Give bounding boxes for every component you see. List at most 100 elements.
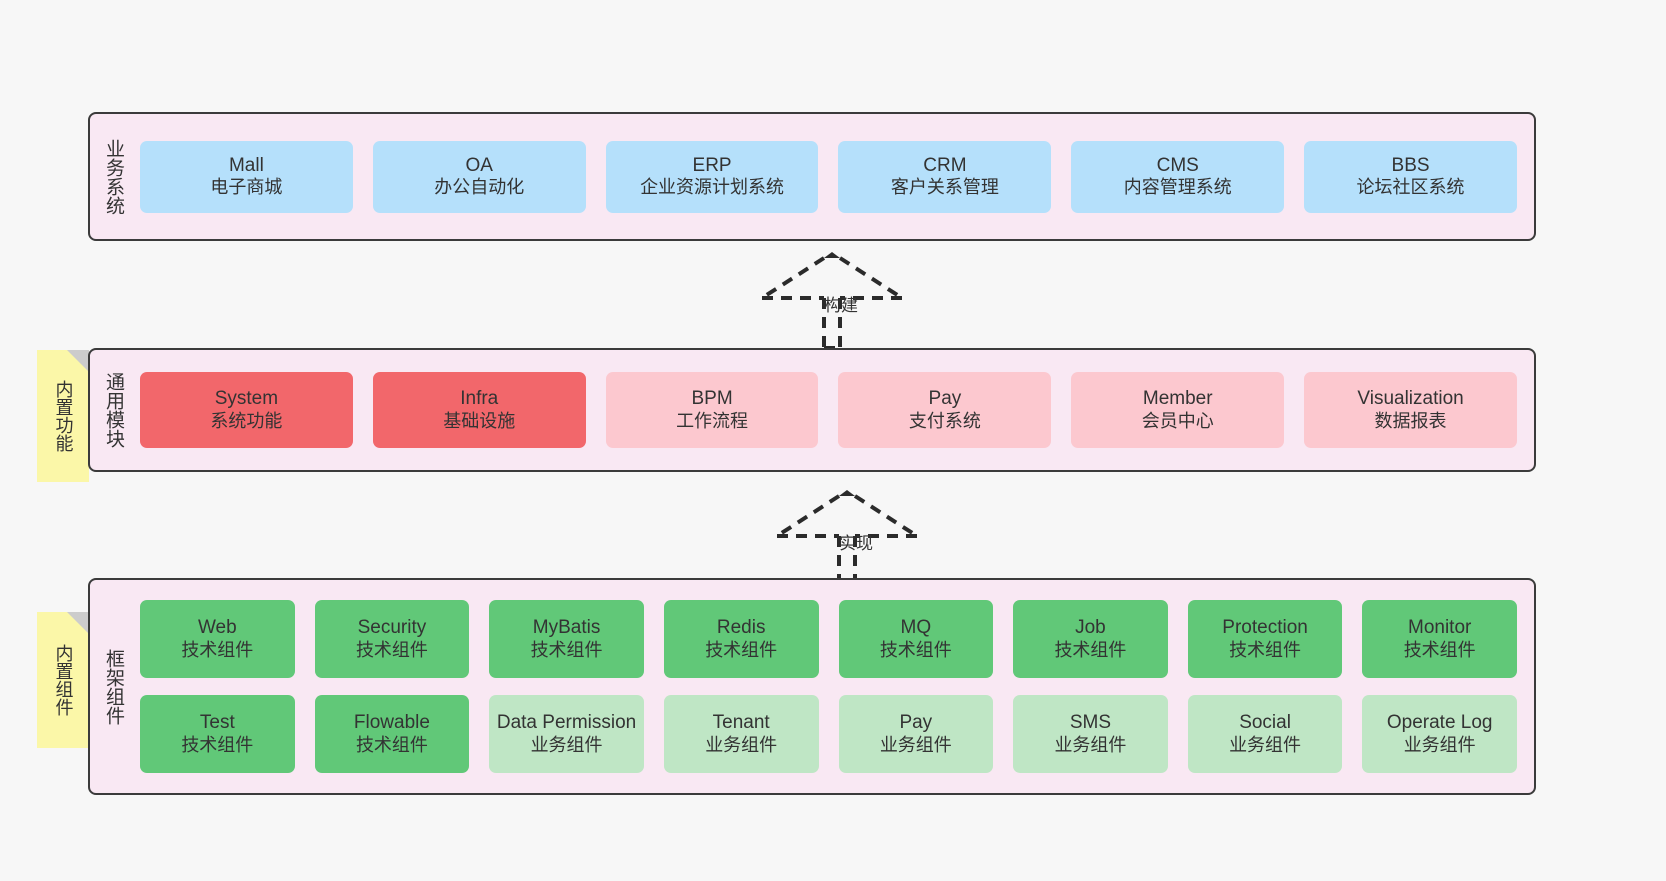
layer-body-framework-component: Web 技术组件 Security 技术组件 MyBatis 技术组件 Redi… [136, 580, 1534, 793]
card-row: Test 技术组件 Flowable 技术组件 Data Permission … [140, 695, 1517, 773]
card-mall[interactable]: Mall 电子商城 [140, 140, 353, 213]
card-bpm[interactable]: BPM 工作流程 [605, 372, 819, 448]
layer-caption-business-system: 业务系统 [102, 138, 124, 215]
card-title-cn: 技术组件 [181, 639, 254, 660]
card-infra[interactable]: Infra 基础设施 [372, 372, 586, 448]
card-pay[interactable]: Pay 支付系统 [838, 372, 1052, 448]
card-title-en: ERP [692, 154, 732, 176]
card-title-en: Data Permission [496, 712, 637, 734]
layer-caption-framework-component: 框架组件 [102, 648, 124, 725]
card-protection[interactable]: Protection 技术组件 [1187, 600, 1343, 678]
card-title-en: Job [1075, 617, 1106, 639]
card-title-en: MQ [900, 617, 932, 639]
card-title-en: Web [197, 617, 237, 639]
card-title-cn: 技术组件 [1054, 639, 1127, 660]
layer-body-common-module: System 系统功能 Infra 基础设施 BPM 工作流程 Pay 支付系统… [136, 350, 1534, 470]
card-title-en: Pay [899, 712, 933, 734]
card-title-cn: 技术组件 [705, 639, 778, 660]
card-title-cn: 技术组件 [355, 734, 428, 755]
card-job[interactable]: Job 技术组件 [1013, 600, 1168, 678]
card-social[interactable]: Social 业务组件 [1187, 695, 1343, 773]
card-title-cn: 基础设施 [443, 410, 516, 431]
card-title-cn: 技术组件 [355, 639, 428, 660]
card-web[interactable]: Web 技术组件 [140, 600, 295, 678]
layer-framework-component: 框架组件 Web 技术组件 Security 技术组件 MyBatis 技术组件… [88, 578, 1536, 795]
card-row: System 系统功能 Infra 基础设施 BPM 工作流程 Pay 支付系统… [140, 372, 1517, 448]
note-fold-corner-icon [67, 350, 89, 372]
card-row: Mall 电子商城 OA 办公自动化 ERP 企业资源计划系统 CRM 客户关系… [140, 140, 1517, 213]
card-title-en: Test [199, 712, 235, 734]
card-title-cn: 业务组件 [1403, 734, 1476, 755]
card-title-en: Monitor [1408, 617, 1472, 639]
card-title-cn: 技术组件 [530, 639, 603, 660]
card-title-cn: 支付系统 [908, 410, 981, 431]
card-erp[interactable]: ERP 企业资源计划系统 [605, 140, 819, 213]
card-title-en: Mall [228, 154, 264, 176]
layer-caption-common-module: 通用模块 [102, 372, 124, 448]
card-title-en: MyBatis [532, 617, 601, 639]
card-title-en: CRM [923, 154, 967, 176]
card-test[interactable]: Test 技术组件 [140, 695, 295, 773]
card-title-cn: 业务组件 [1229, 734, 1302, 755]
card-title-en: Visualization [1357, 388, 1464, 410]
card-title-cn: 技术组件 [181, 734, 254, 755]
card-pay-business[interactable]: Pay 业务组件 [838, 695, 994, 773]
card-title-cn: 技术组件 [1229, 639, 1302, 660]
card-visualization[interactable]: Visualization 数据报表 [1304, 372, 1517, 448]
card-title-en: BBS [1391, 154, 1430, 176]
card-monitor[interactable]: Monitor 技术组件 [1362, 600, 1517, 678]
layer-business-system: 业务系统 Mall 电子商城 OA 办公自动化 ERP 企业资源计划系统 CRM… [88, 112, 1536, 241]
card-title-en: Pay [928, 388, 962, 410]
card-title-cn: 工作流程 [676, 410, 749, 431]
card-title-en: Operate Log [1386, 712, 1493, 734]
card-row: Web 技术组件 Security 技术组件 MyBatis 技术组件 Redi… [140, 600, 1517, 678]
card-bbs[interactable]: BBS 论坛社区系统 [1304, 140, 1517, 213]
card-title-en: Social [1239, 712, 1291, 734]
layer-common-module: 通用模块 System 系统功能 Infra 基础设施 BPM 工作流程 Pay… [88, 348, 1536, 472]
card-data-permission[interactable]: Data Permission 业务组件 [489, 695, 644, 773]
connector-implement-label: 实现 [839, 534, 873, 553]
card-title-cn: 企业资源计划系统 [640, 177, 785, 198]
card-title-cn: 办公自动化 [434, 177, 525, 198]
note-fold-corner-icon [67, 612, 89, 634]
card-title-cn: 会员中心 [1141, 410, 1214, 431]
card-title-en: Redis [716, 617, 766, 639]
connector-build-label: 构建 [824, 296, 858, 315]
card-redis[interactable]: Redis 技术组件 [663, 600, 819, 678]
card-title-en: Tenant [712, 712, 770, 734]
card-title-en: System [214, 388, 279, 410]
card-flowable[interactable]: Flowable 技术组件 [314, 695, 470, 773]
card-title-cn: 技术组件 [1403, 639, 1476, 660]
card-mybatis[interactable]: MyBatis 技术组件 [489, 600, 644, 678]
card-title-en: CMS [1156, 154, 1199, 176]
card-title-cn: 客户关系管理 [890, 177, 999, 198]
connector-build: 构建 [742, 248, 942, 358]
card-operate-log[interactable]: Operate Log 业务组件 [1362, 695, 1517, 773]
card-cms[interactable]: CMS 内容管理系统 [1071, 140, 1285, 213]
note-label: 内置功能 [53, 380, 74, 452]
card-title-cn: 系统功能 [210, 410, 283, 431]
card-mq[interactable]: MQ 技术组件 [838, 600, 994, 678]
card-system[interactable]: System 系统功能 [140, 372, 353, 448]
card-title-en: Protection [1222, 617, 1308, 639]
connector-build-arrow-icon [760, 252, 904, 350]
card-security[interactable]: Security 技术组件 [314, 600, 470, 678]
card-title-cn: 技术组件 [879, 639, 952, 660]
card-oa[interactable]: OA 办公自动化 [372, 140, 586, 213]
card-crm[interactable]: CRM 客户关系管理 [838, 140, 1052, 213]
card-title-en: OA [465, 154, 493, 176]
card-title-en: Infra [460, 388, 499, 410]
card-title-cn: 业务组件 [1054, 734, 1127, 755]
card-title-en: Flowable [353, 712, 430, 734]
note-label: 内置组件 [53, 644, 74, 716]
card-sms[interactable]: SMS 业务组件 [1013, 695, 1168, 773]
card-tenant[interactable]: Tenant 业务组件 [663, 695, 819, 773]
card-title-cn: 业务组件 [530, 734, 603, 755]
note-builtin-component: 内置组件 [37, 612, 89, 748]
card-title-cn: 内容管理系统 [1123, 177, 1232, 198]
card-title-cn: 数据报表 [1374, 410, 1447, 431]
card-title-cn: 电子商城 [210, 177, 283, 198]
card-member[interactable]: Member 会员中心 [1071, 372, 1285, 448]
card-title-cn: 业务组件 [879, 734, 952, 755]
